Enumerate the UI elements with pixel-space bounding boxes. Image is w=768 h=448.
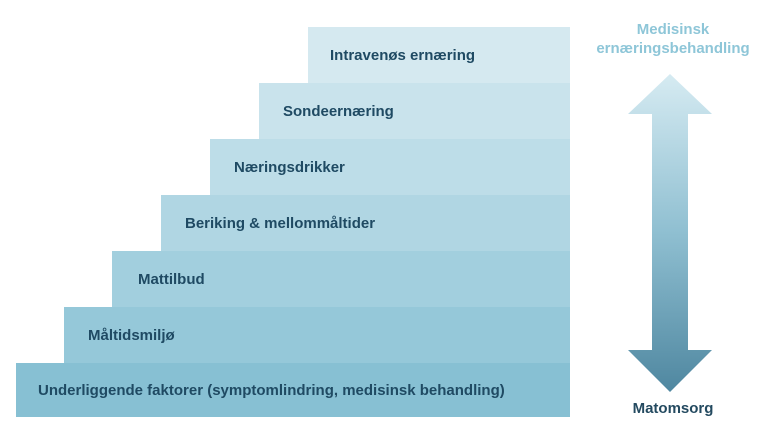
axis-top-label-line2: ernæringsbehandling	[596, 40, 750, 57]
step-label: Beriking & mellommåltider	[185, 214, 376, 232]
step-intravenous-nutrition: Intravenøs ernæring	[308, 27, 570, 83]
step-food-offering: Mattilbud	[112, 251, 570, 307]
axis-bottom-label: Matomsorg	[632, 400, 714, 417]
step-label: Intravenøs ernæring	[330, 46, 476, 64]
axis-top-label: Medisinsk ernæringsbehandling	[588, 20, 758, 58]
step-label: Måltidsmiljø	[88, 326, 175, 344]
step-meal-environment: Måltidsmiljø	[64, 307, 570, 363]
double-arrow-icon	[628, 74, 712, 392]
double-arrow-shape	[628, 74, 712, 392]
step-nutrition-drinks: Næringsdrikker	[210, 139, 570, 195]
step-enrichment-snacks: Beriking & mellommåltider	[161, 195, 570, 251]
axis-top-label-line1: Medisinsk	[636, 21, 710, 38]
step-underlying-factors: Underliggende faktorer (symptomlindring,…	[16, 363, 570, 417]
step-label: Næringsdrikker	[234, 158, 345, 176]
step-label: Underliggende faktorer (symptomlindring,…	[38, 381, 505, 399]
step-label: Sondeernæring	[283, 102, 394, 120]
step-tube-feeding: Sondeernæring	[259, 83, 570, 139]
step-label: Mattilbud	[138, 270, 205, 288]
